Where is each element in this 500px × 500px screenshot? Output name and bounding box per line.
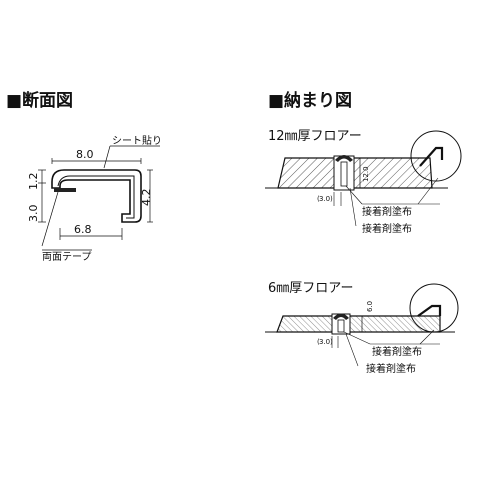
- detail-6mm-gap: 3.0: [319, 338, 330, 346]
- double-sided-tape: [54, 188, 76, 192]
- dim-top: 8.0: [76, 148, 94, 161]
- dim-left-upper: 1.2: [27, 173, 40, 191]
- dim-right: 4.2: [140, 189, 153, 207]
- detail-12mm-gap: 3.0: [319, 195, 330, 203]
- section-profile-drawing: シート貼り 8.0 4.2 3.0 1.2 6.8 両面テープ: [27, 134, 162, 263]
- detail-12mm-adhesive-1: 接着剤塗布: [362, 205, 412, 218]
- sheet-label: シート貼り: [112, 134, 162, 147]
- dim-bottom: 6.8: [74, 223, 92, 236]
- detail-6mm-adhesive-1: 接着剤塗布: [372, 345, 422, 358]
- svg-text:(: (: [317, 338, 320, 346]
- installation-view-heading: ■納まり図: [268, 90, 352, 111]
- detail-6mm-adhesive-2: 接着剤塗布: [366, 362, 416, 375]
- detail-6mm-drawing: 6.0 3.0 ( ) 接着剤塗布 接着剤塗布: [265, 283, 459, 375]
- svg-text:(: (: [317, 195, 320, 203]
- tape-label: 両面テープ: [42, 251, 91, 263]
- detail-6mm-thickness: 6.0: [366, 301, 374, 312]
- detail-12mm-thickness: 12.0: [362, 166, 370, 182]
- detail-12mm-drawing: 12.0 3.0 ( ) 接着剤塗布 接着剤塗布: [265, 130, 462, 235]
- svg-text:): ): [330, 195, 333, 203]
- detail-12mm-adhesive-2: 接着剤塗布: [362, 222, 412, 235]
- section-view-heading: ■断面図: [6, 90, 73, 111]
- detail-6mm-title: 6㎜厚フロアー: [268, 281, 354, 296]
- svg-text:): ): [330, 338, 333, 346]
- trim-profile: [51, 169, 142, 223]
- detail-12mm-title: 12㎜厚フロアー: [268, 129, 362, 144]
- dim-left-total: 3.0: [27, 205, 40, 223]
